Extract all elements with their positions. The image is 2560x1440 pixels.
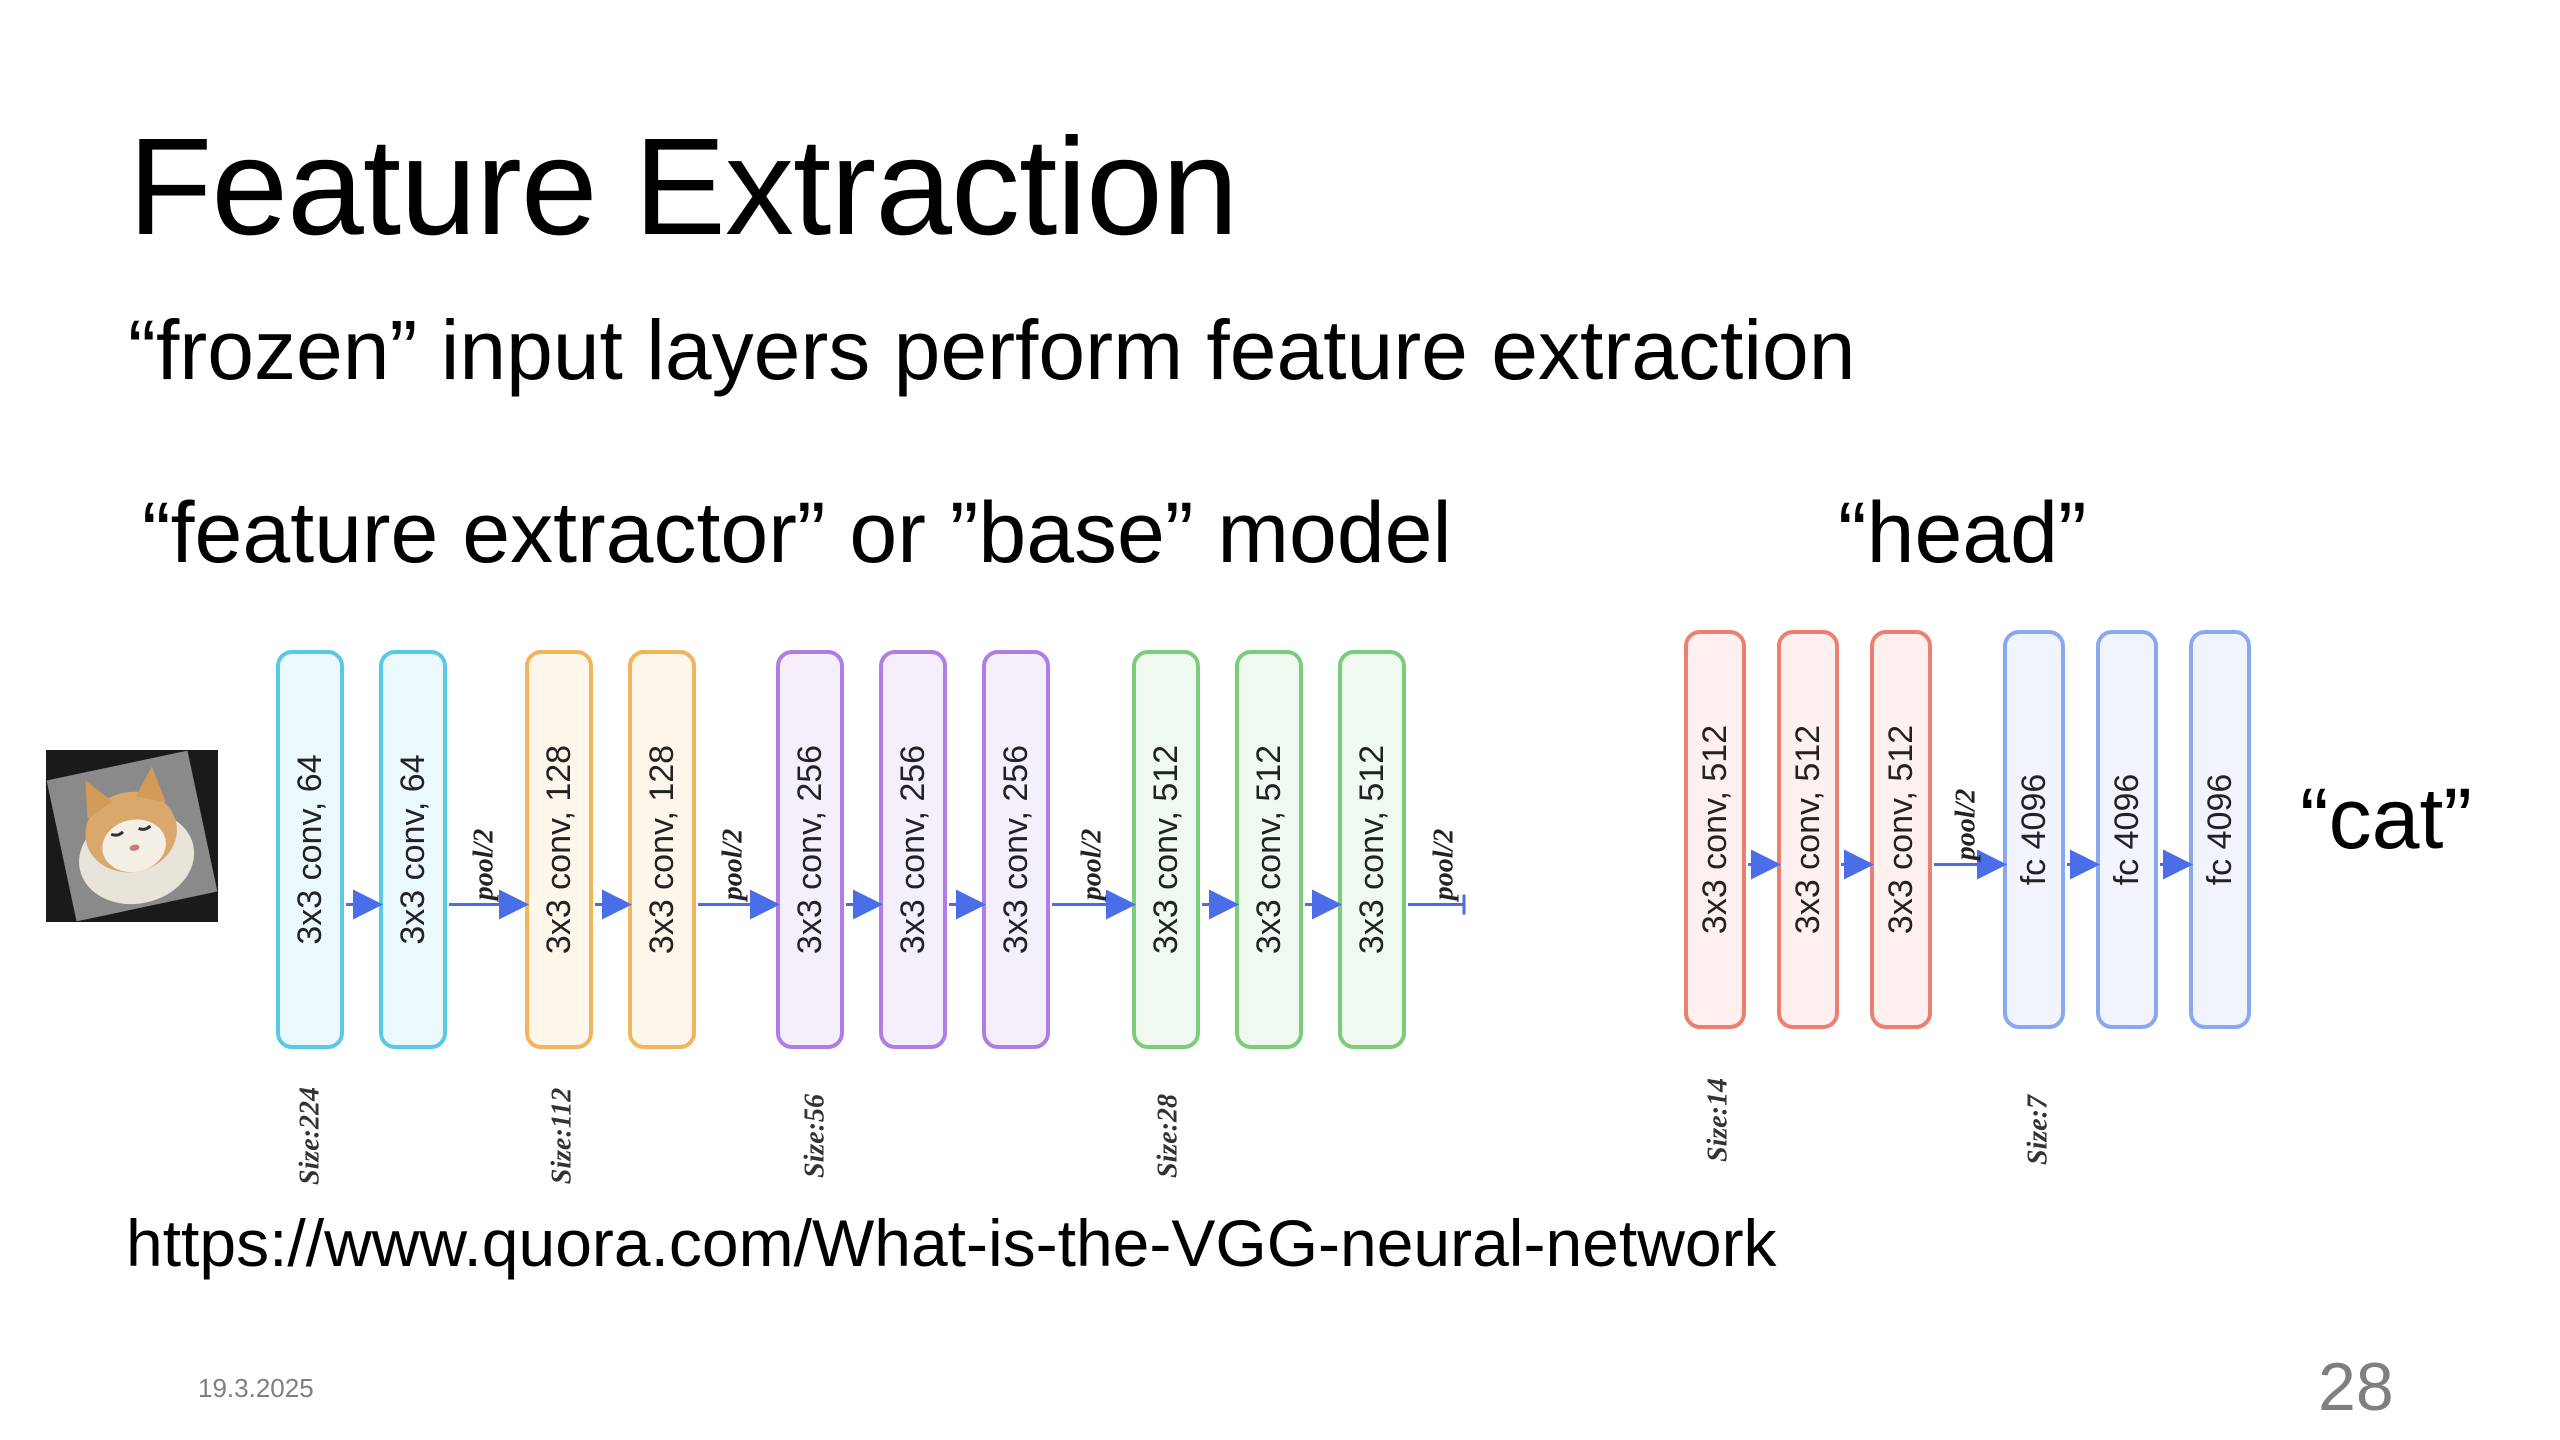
layer-label: 3x3 conv, 64 bbox=[291, 754, 329, 944]
layer-label: 3x3 conv, 256 bbox=[894, 745, 932, 954]
slide-number: 28 bbox=[2318, 1348, 2394, 1426]
layer-label: 3x3 conv, 128 bbox=[540, 745, 578, 954]
layer-label: 3x3 conv, 128 bbox=[643, 745, 681, 954]
layer-label: 3x3 conv, 256 bbox=[997, 745, 1035, 954]
size-label: Size:7 bbox=[2023, 1094, 2054, 1165]
layer-label: 3x3 conv, 512 bbox=[1882, 725, 1920, 934]
pool-label: pool/2 bbox=[1951, 789, 1982, 863]
layer-label: fc 4096 bbox=[2201, 774, 2239, 886]
layer-label: 3x3 conv, 512 bbox=[1696, 725, 1734, 934]
pool-label: pool/2 bbox=[1077, 829, 1108, 903]
layer-label: 3x3 conv, 512 bbox=[1250, 745, 1288, 954]
slide-date: 19.3.2025 bbox=[198, 1373, 314, 1404]
layer-label: fc 4096 bbox=[2015, 774, 2053, 886]
source-url[interactable]: https://www.quora.com/What-is-the-VGG-ne… bbox=[126, 1210, 1777, 1276]
size-label: Size:56 bbox=[800, 1094, 831, 1178]
layer-label: 3x3 conv, 512 bbox=[1353, 745, 1391, 954]
pool-label: pool/2 bbox=[718, 829, 749, 903]
size-label: Size:28 bbox=[1153, 1094, 1184, 1178]
size-label: Size:14 bbox=[1703, 1078, 1734, 1162]
layer-label: 3x3 conv, 512 bbox=[1789, 725, 1827, 934]
layer-label: 3x3 conv, 64 bbox=[394, 754, 432, 944]
pool-label: pool/2 bbox=[469, 829, 500, 903]
size-label: Size:112 bbox=[547, 1088, 578, 1184]
layer-label: 3x3 conv, 512 bbox=[1147, 745, 1185, 954]
layer-label: 3x3 conv, 256 bbox=[791, 745, 829, 954]
size-label: Size:224 bbox=[295, 1087, 326, 1185]
layer-label: fc 4096 bbox=[2108, 774, 2146, 886]
pool-label: pool/2 bbox=[1429, 829, 1460, 903]
